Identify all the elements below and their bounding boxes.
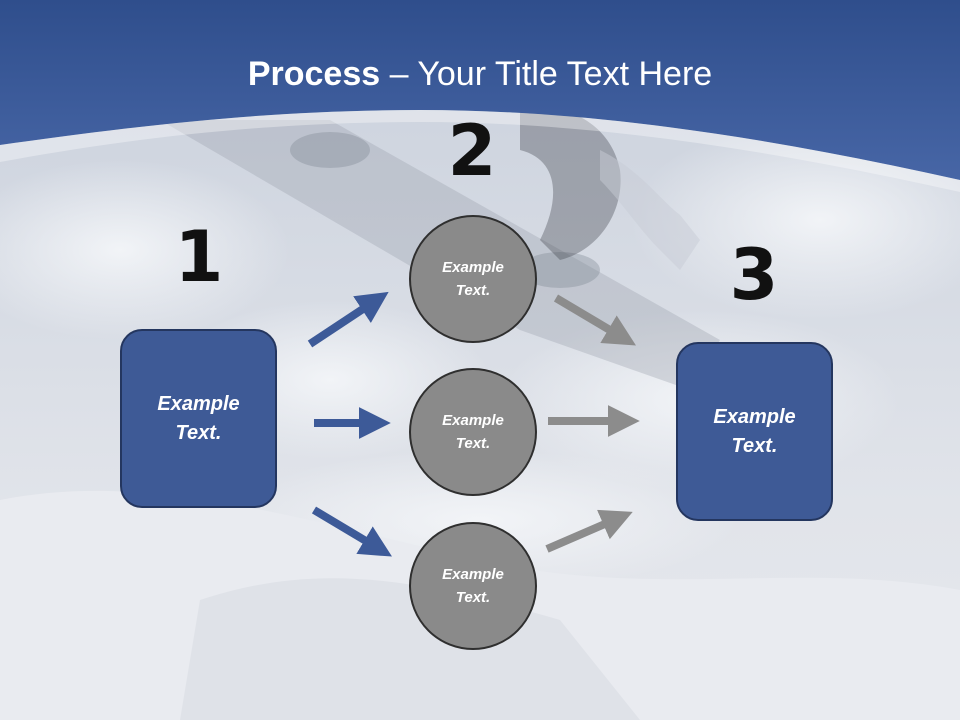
circle-bottom-text: Example Text. [442, 563, 504, 609]
circle-top-text: Example Text. [442, 256, 504, 302]
arrow-1-to-top [307, 291, 389, 348]
step-3-box[interactable]: Example Text. [676, 342, 833, 521]
circle-middle-line1: Example [442, 412, 504, 429]
step-2-circle-bottom[interactable]: Example Text. [409, 522, 537, 650]
circle-bottom-line1: Example [442, 566, 504, 583]
step-number-1: 1 [174, 216, 224, 298]
step-1-box-line1: Example [157, 392, 240, 415]
step-number-3: 3 [729, 234, 779, 316]
circle-middle-text: Example Text. [442, 409, 504, 455]
circle-bottom-line2: Text. [455, 589, 491, 606]
step-1-box[interactable]: Example Text. [120, 329, 277, 508]
step-2-circle-middle[interactable]: Example Text. [409, 368, 537, 496]
step-3-box-text: Example Text. [713, 403, 795, 461]
arrow-1-to-bottom [311, 506, 392, 557]
step-1-box-line2: Text. [175, 421, 222, 444]
circle-top-line1: Example [442, 259, 504, 276]
arrow-bottom-to-3 [545, 509, 633, 553]
arrow-top-to-3 [553, 294, 637, 346]
title-rest: – Your Title Text Here [380, 55, 713, 93]
step-3-box-line1: Example [713, 405, 796, 428]
circle-middle-line2: Text. [455, 435, 491, 452]
step-2-circle-top[interactable]: Example Text. [409, 215, 537, 343]
step-number-2: 2 [447, 110, 497, 192]
title-bold: Process [247, 55, 381, 93]
page-title: Process – Your Title Text Here [0, 50, 960, 98]
step-3-box-line2: Text. [731, 434, 778, 457]
circle-top-line2: Text. [455, 282, 491, 299]
step-1-box-text: Example Text. [157, 390, 239, 448]
